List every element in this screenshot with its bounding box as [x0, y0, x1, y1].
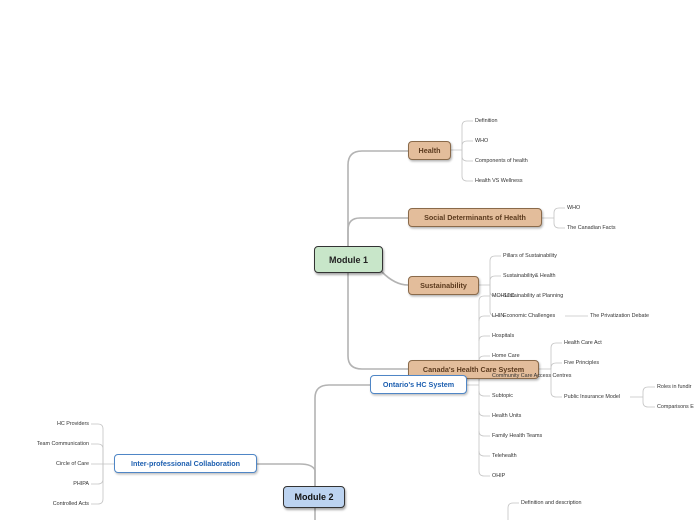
- leaf-sustainability-planning[interactable]: Sustainability at Planning: [503, 293, 564, 299]
- leaf-telehealth[interactable]: Telehealth: [492, 453, 517, 459]
- leaf-health-care-act[interactable]: Health Care Act: [564, 340, 602, 346]
- leaf-comparisons[interactable]: Comparisons E: [657, 404, 694, 410]
- leaf-phipa[interactable]: PHIPA: [73, 481, 89, 487]
- leaf-definition-and-description[interactable]: Definition and description: [521, 500, 582, 506]
- leaf-lhin[interactable]: LHIN: [492, 313, 505, 319]
- leaf-mohltc[interactable]: MOHLTC: [492, 293, 515, 299]
- leaf-sdoh-canadian-facts[interactable]: The Canadian Facts: [567, 225, 616, 231]
- leaf-family-health-teams[interactable]: Family Health Teams: [492, 433, 543, 439]
- module-2-node[interactable]: Module 2: [283, 486, 345, 508]
- topic-inter-professional-collaboration[interactable]: Inter-professional Collaboration: [114, 454, 257, 473]
- leaf-public-insurance-model[interactable]: Public Insurance Model: [564, 394, 621, 400]
- leaf-sustainability-health[interactable]: Sustainability& Health: [503, 273, 556, 279]
- leaf-hc-providers[interactable]: HC Providers: [56, 421, 89, 427]
- leaf-home-care[interactable]: Home Care: [492, 353, 520, 359]
- leaf-health-definition[interactable]: Definition: [475, 118, 498, 124]
- topic-canada-health-care-system[interactable]: Canada's Health Care System: [408, 360, 539, 379]
- leaf-hospitals[interactable]: Hospitals: [492, 333, 515, 339]
- leaf-health-units[interactable]: Health Units: [492, 413, 522, 419]
- leaf-economic-challenges[interactable]: Economic Challenges: [503, 313, 556, 319]
- leaf-privatization-debate[interactable]: The Privatization Debate: [590, 313, 650, 319]
- leaf-roles-in-funding[interactable]: Roles in fundir: [657, 384, 692, 390]
- topic-sustainability[interactable]: Sustainability: [408, 276, 479, 295]
- leaf-ohip[interactable]: OHIP: [492, 473, 506, 479]
- leaf-ccac[interactable]: Community Care Access Centres: [492, 373, 572, 379]
- topic-health[interactable]: Health: [408, 141, 451, 160]
- leaf-health-vs-wellness[interactable]: Health VS Wellness: [475, 178, 523, 184]
- leaf-health-who[interactable]: WHO: [475, 138, 489, 144]
- leaf-five-principles[interactable]: Five Principles: [564, 360, 600, 366]
- module-1-node[interactable]: Module 1: [314, 246, 383, 273]
- leaf-circle-of-care[interactable]: Circle of Care: [56, 461, 89, 467]
- leaf-sdoh-who[interactable]: WHO: [567, 205, 581, 211]
- leaf-controlled-acts[interactable]: Controlled Acts: [52, 501, 89, 507]
- leaf-health-components[interactable]: Components of health: [475, 158, 528, 164]
- topic-social-determinants[interactable]: Social Determinants of Health: [408, 208, 542, 227]
- topic-ontario-hc-system[interactable]: Ontario's HC System: [370, 375, 467, 394]
- leaf-pillars-sustainability[interactable]: Pillars of Sustainability: [503, 253, 557, 259]
- leaf-team-communication[interactable]: Team Communication: [36, 441, 89, 447]
- leaf-subtopic[interactable]: Subtopic: [492, 393, 513, 399]
